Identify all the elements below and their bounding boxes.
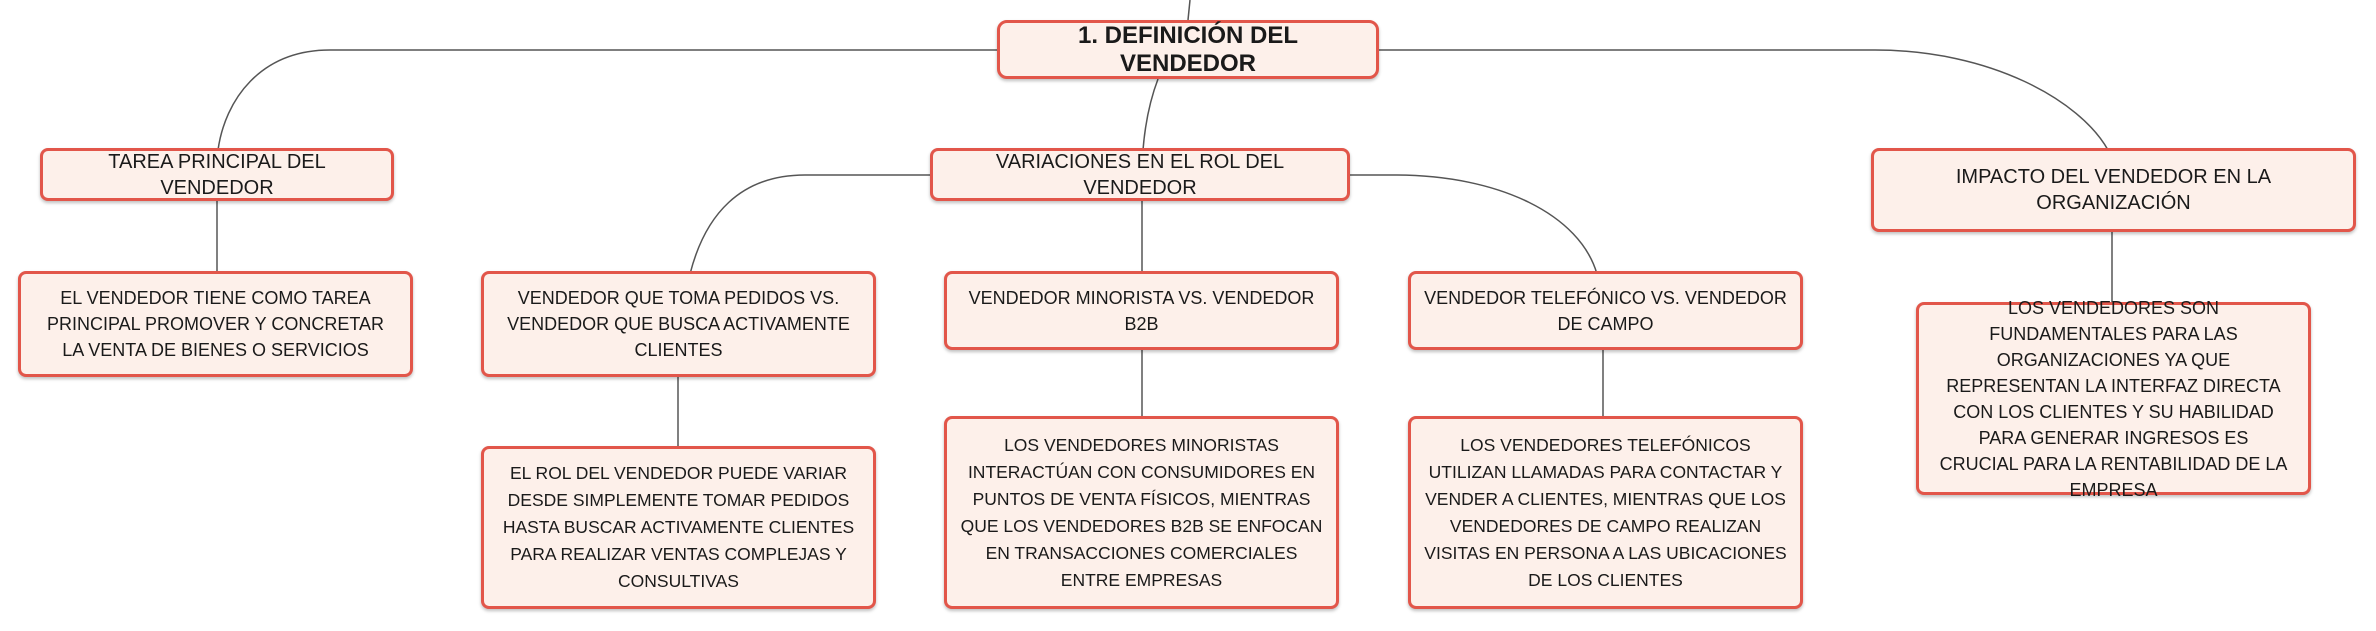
topic-impacto-label: IMPACTO DEL VENDEDOR EN LA ORGANIZACIÓN xyxy=(1955,166,2272,214)
detail-minorista-text: LOS VENDEDORES MINORISTAS INTERACTÚAN CO… xyxy=(960,434,1323,590)
root-topic-node[interactable]: 1. DEFINICIÓN DEL VENDEDOR xyxy=(997,20,1379,79)
topic-tarea-principal-label: TAREA PRINCIPAL DEL VENDEDOR xyxy=(108,150,326,199)
subtopic-telefonico[interactable]: VENDEDOR TELEFÓNICO VS. VENDEDOR DE CAMP… xyxy=(1408,271,1803,350)
subtopic-minorista[interactable]: VENDEDOR MINORISTA VS. VENDEDOR B2B xyxy=(944,271,1339,350)
detail-tarea-principal-text: EL VENDEDOR TIENE COMO TAREA PRINCIPAL P… xyxy=(46,288,385,360)
detail-impacto-text: LOS VENDEDORES SON FUNDAMENTALES PARA LA… xyxy=(1939,297,2288,500)
detail-tarea-principal[interactable]: EL VENDEDOR TIENE COMO TAREA PRINCIPAL P… xyxy=(18,271,413,377)
connector-root-tarea xyxy=(217,49,997,151)
subtopic-pedidos[interactable]: VENDEDOR QUE TOMA PEDIDOS VS. VENDEDOR Q… xyxy=(481,271,876,377)
detail-minorista[interactable]: LOS VENDEDORES MINORISTAS INTERACTÚAN CO… xyxy=(944,416,1339,609)
topic-tarea-principal[interactable]: TAREA PRINCIPAL DEL VENDEDOR xyxy=(40,148,394,201)
connector-root-variaciones xyxy=(1142,78,1159,151)
connector-root-impacto xyxy=(1379,49,2109,151)
topic-variaciones-label: VARIACIONES EN EL ROL DEL VENDEDOR xyxy=(995,150,1285,199)
subtopic-telefonico-label: VENDEDOR TELEFÓNICO VS. VENDEDOR DE CAMP… xyxy=(1424,287,1787,334)
connector-parent-root xyxy=(1187,0,1191,21)
connector-variaciones-pedidos xyxy=(689,174,930,275)
topic-impacto[interactable]: IMPACTO DEL VENDEDOR EN LA ORGANIZACIÓN xyxy=(1871,148,2356,232)
detail-telefonico-text: LOS VENDEDORES TELEFÓNICOS UTILIZAN LLAM… xyxy=(1424,434,1787,590)
detail-pedidos[interactable]: EL ROL DEL VENDEDOR PUEDE VARIAR DESDE S… xyxy=(481,446,876,609)
detail-impacto[interactable]: LOS VENDEDORES SON FUNDAMENTALES PARA LA… xyxy=(1916,298,2311,500)
connector-variaciones-telefonico xyxy=(1350,174,1598,275)
root-topic-label: 1. DEFINICIÓN DEL VENDEDOR xyxy=(1077,21,1299,77)
detail-pedidos-text: EL ROL DEL VENDEDOR PUEDE VARIAR DESDE S… xyxy=(502,463,855,591)
subtopic-pedidos-label: VENDEDOR QUE TOMA PEDIDOS VS. VENDEDOR Q… xyxy=(507,288,850,360)
topic-variaciones[interactable]: VARIACIONES EN EL ROL DEL VENDEDOR xyxy=(930,148,1350,201)
subtopic-minorista-label: VENDEDOR MINORISTA VS. VENDEDOR B2B xyxy=(968,287,1315,334)
detail-telefonico[interactable]: LOS VENDEDORES TELEFÓNICOS UTILIZAN LLAM… xyxy=(1408,416,1803,609)
